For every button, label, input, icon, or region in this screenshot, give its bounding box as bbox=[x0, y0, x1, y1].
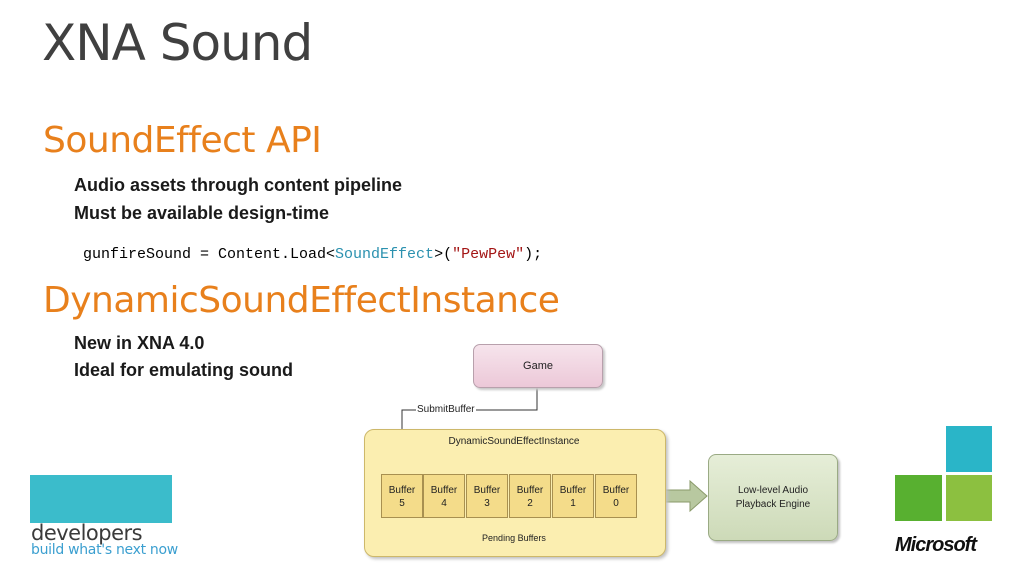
buffer-number: 0 bbox=[613, 498, 619, 509]
code-text: ); bbox=[524, 246, 543, 263]
game-box: Game bbox=[473, 344, 603, 388]
buffer-number: 2 bbox=[527, 498, 533, 509]
developers-tagline: build what's next now bbox=[31, 542, 178, 558]
bullet-item: Audio assets through content pipeline bbox=[74, 175, 403, 195]
buffer-label: Buffer bbox=[388, 485, 416, 496]
code-type: SoundEffect bbox=[335, 246, 435, 263]
submitbuffer-label: SubmitBuffer bbox=[416, 404, 476, 415]
slide-title: XNA Sound bbox=[42, 14, 313, 72]
developers-logo-block bbox=[30, 475, 172, 523]
bullet-item: New in XNA 4.0 bbox=[74, 333, 205, 353]
buffer-number: 1 bbox=[570, 498, 576, 509]
code-text: gunfireSound = Content.Load< bbox=[83, 246, 336, 263]
buffer-number: 5 bbox=[399, 498, 405, 509]
buffer-label: Buffer bbox=[602, 485, 630, 496]
teal-tile bbox=[946, 426, 992, 472]
section-heading-dynamic: DynamicSoundEffectInstance bbox=[43, 280, 560, 321]
code-text: >( bbox=[434, 246, 453, 263]
bullet-item: Ideal for emulating sound bbox=[74, 360, 294, 380]
buffer-cell: Buffer 0 bbox=[595, 474, 637, 518]
microsoft-logo: Microsoft bbox=[895, 534, 977, 556]
code-string: "PewPew" bbox=[452, 246, 525, 263]
buffer-cell: Buffer 3 bbox=[466, 474, 508, 518]
buffer-cell: Buffer 1 bbox=[552, 474, 594, 518]
bullet-item: Must be available design-time bbox=[74, 203, 330, 223]
buffer-label: Buffer bbox=[559, 485, 587, 496]
code-snippet: gunfireSound = Content.Load<SoundEffect>… bbox=[83, 246, 542, 263]
pending-buffers-label: Pending Buffers bbox=[482, 533, 546, 543]
buffer-label: Buffer bbox=[516, 485, 544, 496]
section-heading-soundeffect: SoundEffect API bbox=[43, 120, 322, 161]
dynamic-instance-label: DynamicSoundEffectInstance bbox=[448, 436, 580, 447]
engine-label-line2: Playback Engine bbox=[735, 498, 811, 510]
buffer-cell: Buffer 5 bbox=[381, 474, 423, 518]
developers-wordmark: developers bbox=[31, 521, 143, 545]
buffer-label: Buffer bbox=[473, 485, 501, 496]
green-tile bbox=[895, 475, 942, 521]
buffer-number: 4 bbox=[441, 498, 447, 509]
buffer-cell: Buffer 4 bbox=[423, 474, 465, 518]
engine-label-line1: Low-level Audio bbox=[737, 484, 809, 496]
buffer-number: 3 bbox=[484, 498, 490, 509]
buffer-label: Buffer bbox=[430, 485, 458, 496]
light-green-tile bbox=[946, 475, 992, 521]
buffer-cell: Buffer 2 bbox=[509, 474, 551, 518]
